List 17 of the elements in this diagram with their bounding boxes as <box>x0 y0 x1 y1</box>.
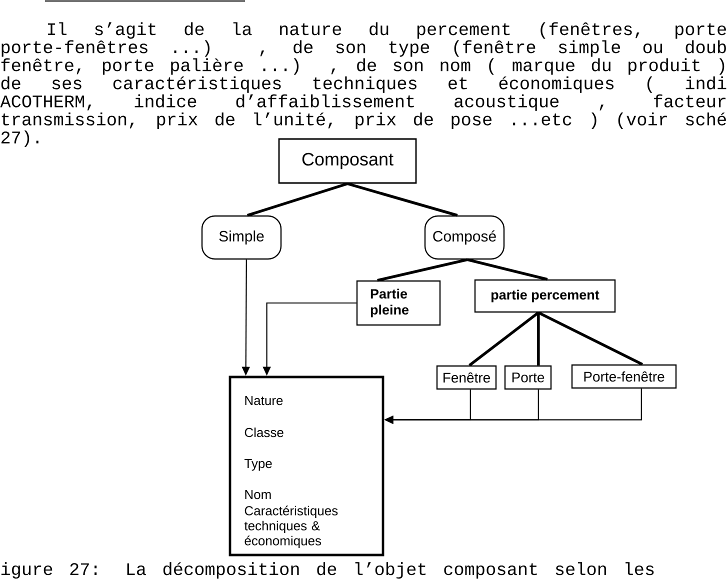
concept-box: Porte-fenêtre <box>571 364 677 389</box>
concept-box: Composant <box>278 138 417 184</box>
concept-box: partie percement <box>474 279 616 313</box>
rounded-box: Composé <box>424 215 505 260</box>
figure-caption: igure 27: La décomposition de l’objet composant selon les <box>1 562 654 579</box>
connector-line <box>347 182 458 217</box>
rounded-box: Simple <box>201 215 282 260</box>
connector-line <box>246 182 348 217</box>
attribute-box: Nature Classe Type Nom Caractéristiques techniques & économiques <box>228 376 384 556</box>
concept-box: Porte <box>504 365 552 390</box>
connector-line <box>468 311 540 366</box>
connector-line <box>538 311 644 366</box>
connector-line <box>537 312 540 366</box>
connector-line <box>377 258 468 282</box>
concept-box: Partie pleine <box>356 280 441 326</box>
concept-box: Fenêtre <box>436 365 497 390</box>
connector-line <box>467 258 548 281</box>
